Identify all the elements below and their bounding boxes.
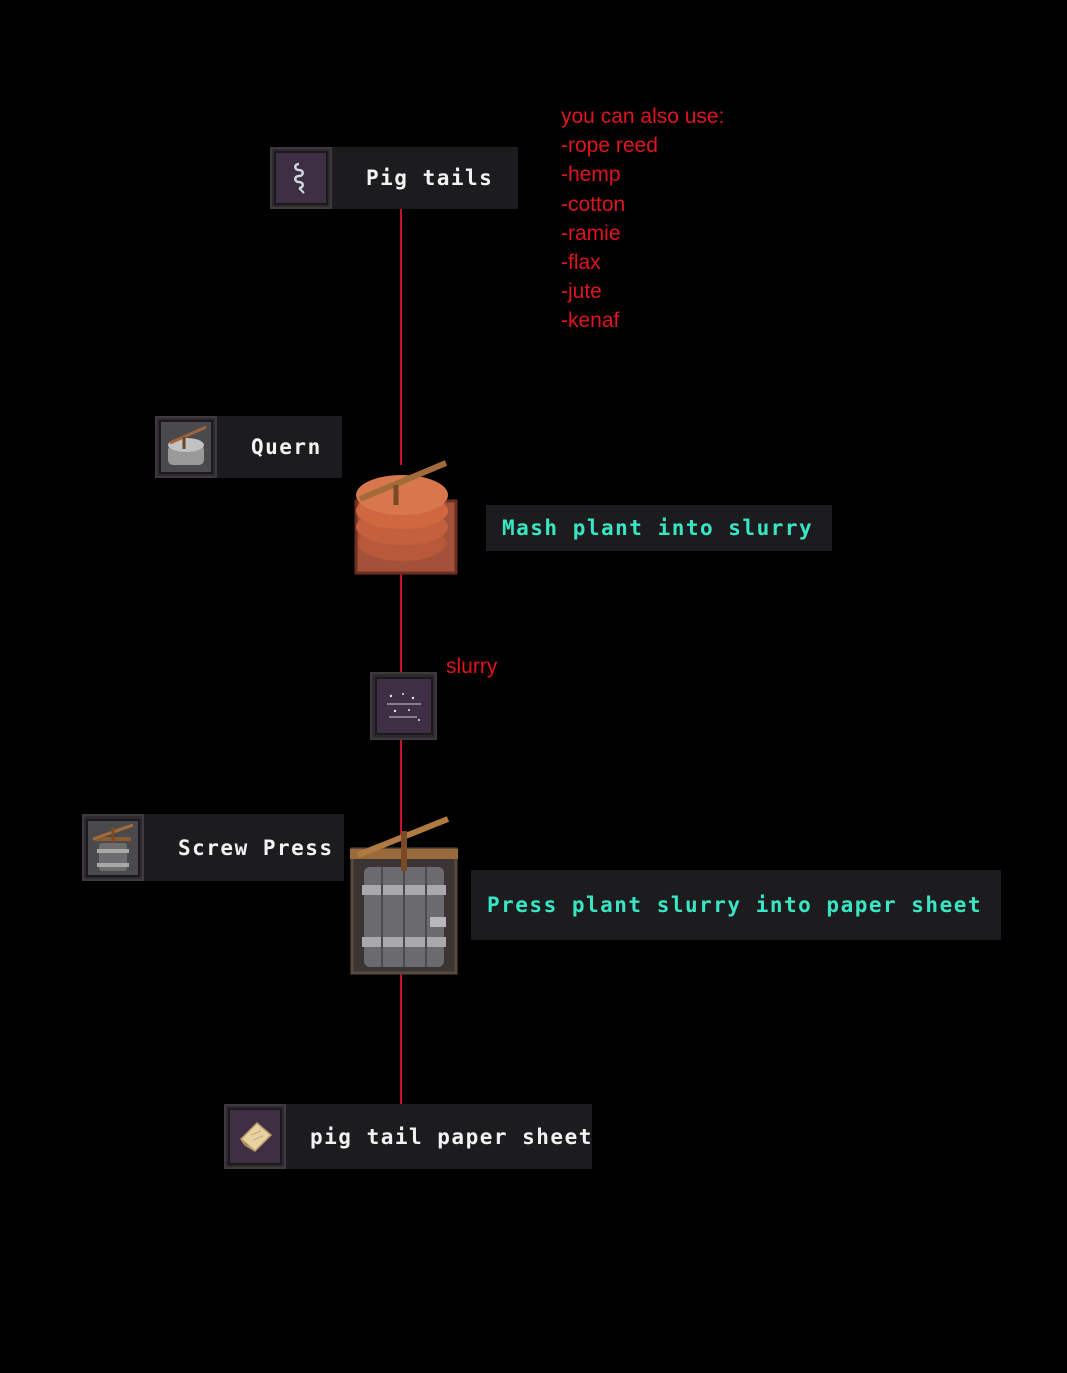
slurry-label: slurry: [446, 655, 498, 678]
press-recipe-box[interactable]: Press plant slurry into paper sheet: [471, 870, 1001, 940]
connector-pigtails-quern: [400, 208, 402, 465]
alternatives-heading: you can also use:: [561, 105, 725, 128]
alternative-item: -hemp: [561, 163, 621, 187]
connector-quern-slurry: [400, 574, 402, 674]
paper-sheet-node[interactable]: pig tail paper sheet: [224, 1104, 592, 1169]
quern-icon: [168, 425, 207, 465]
paper-sheet-label: pig tail paper sheet: [310, 1124, 593, 1149]
paper-sheet-icon-frame: [228, 1108, 282, 1165]
paper-sheet-icon-slot: [224, 1104, 286, 1169]
quern-icon-frame: [159, 420, 213, 474]
quern-station-icon: [354, 460, 458, 575]
alternative-item: -rope reed: [561, 134, 658, 158]
connector-press-paper: [400, 973, 402, 1105]
pig-tails-label: Pig tails: [366, 166, 494, 190]
paper-sheet-icon: [239, 1121, 273, 1152]
mash-recipe-box[interactable]: Mash plant into slurry: [486, 505, 832, 551]
quern-node[interactable]: Quern: [155, 416, 342, 478]
screw-press-label: Screw Press: [178, 835, 334, 860]
alternatives-note: you can also use: -rope reed -hemp -cott…: [561, 102, 724, 336]
alternative-item: -flax: [561, 251, 601, 275]
screw-press-icon-frame: [86, 818, 140, 877]
slurry-icon-slot: [370, 672, 437, 740]
quern-label: Quern: [251, 435, 322, 459]
slurry-icon-frame: [374, 677, 433, 735]
pig-tails-icon-frame: [274, 151, 328, 205]
screw-press-icon: [92, 823, 134, 871]
alternative-item: -cotton: [561, 192, 626, 216]
screw-press-node[interactable]: Screw Press: [82, 814, 344, 881]
connector-slurry-press: [400, 740, 402, 835]
pig-tails-node[interactable]: Pig tails: [270, 147, 518, 209]
pig-tail-icon: [294, 162, 305, 194]
screw-press-icon-slot: [82, 814, 144, 881]
slurry-icon: [386, 693, 421, 721]
mash-recipe-label: Mash plant into slurry: [502, 516, 814, 540]
slurry-node[interactable]: [370, 672, 437, 740]
press-recipe-label: Press plant slurry into paper sheet: [487, 893, 983, 917]
alternative-item: -ramie: [561, 221, 621, 245]
pig-tails-icon-slot: [270, 147, 332, 209]
alternative-item: -kenaf: [561, 309, 620, 333]
alternative-item: -jute: [561, 280, 602, 304]
quern-icon-slot: [155, 416, 217, 478]
screw-press-station-icon: [350, 816, 458, 975]
